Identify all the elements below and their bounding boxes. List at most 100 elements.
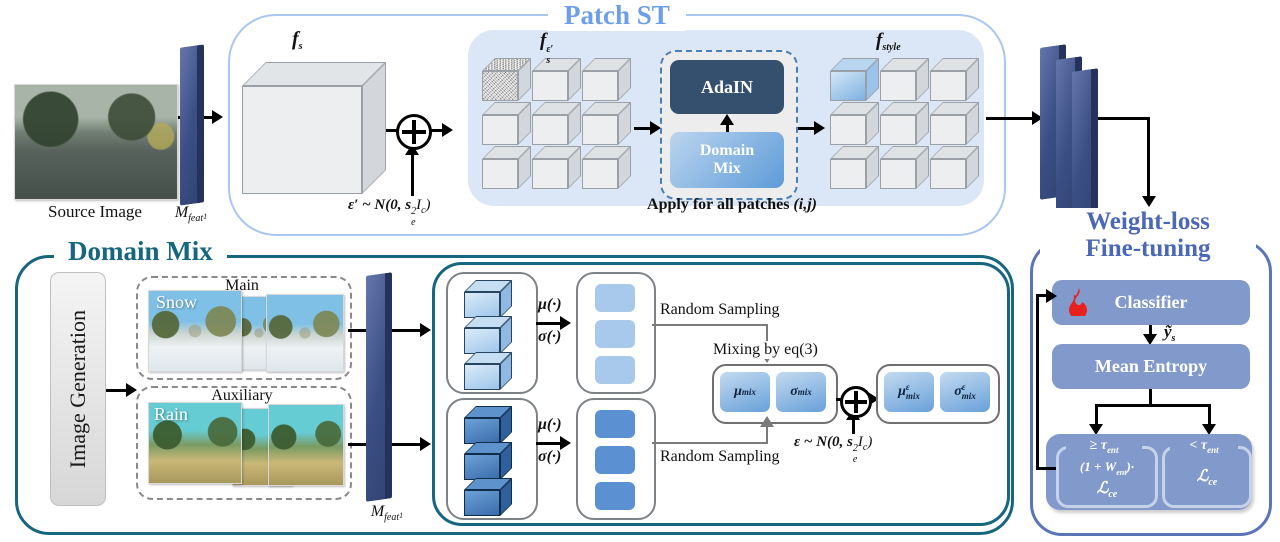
arrow-to-decoder — [986, 116, 1040, 120]
noise-sup: 2 — [852, 443, 858, 454]
cube — [830, 102, 879, 145]
cube — [464, 352, 512, 390]
shared-encoder-slab — [366, 272, 392, 502]
arrowhead — [1141, 196, 1156, 207]
cube — [930, 58, 979, 101]
weight-loss-title-line2: Fine-tuning — [1085, 235, 1211, 262]
arrowhead — [1046, 288, 1057, 303]
arrow-stats-bottom — [536, 441, 566, 445]
classifier-box: Classifier — [1052, 280, 1250, 325]
sigma-mix-base: σ — [790, 384, 798, 399]
domain-mix-line1: Domain — [699, 141, 755, 159]
cube — [482, 102, 531, 145]
arrowhead — [442, 123, 453, 137]
styled-patch-cube — [830, 58, 879, 101]
mu-mix-sub: mix — [741, 387, 756, 397]
module-up-arrow — [725, 122, 729, 132]
arrowhead — [560, 436, 571, 450]
weighted-loss-line: (1 + Went)· — [1059, 459, 1155, 477]
weight-loss-title-line1: Weight-loss — [1086, 208, 1210, 235]
cube — [930, 102, 979, 145]
cube — [880, 102, 929, 145]
split-left-drop — [1094, 404, 1098, 426]
split-line — [1094, 404, 1211, 407]
sampling-line-top-drop — [765, 324, 768, 356]
aux-feature-stack-box — [446, 398, 538, 520]
arrowhead — [420, 437, 431, 451]
cube — [464, 478, 512, 516]
sigma-mix-sub: mix — [797, 387, 812, 397]
fse-base: f — [540, 30, 547, 51]
oplus-icon — [840, 386, 872, 418]
snow-image-1 — [148, 290, 242, 372]
tau-lt-base: τ — [1200, 438, 1208, 453]
lce-sub: ce — [1108, 489, 1118, 500]
ys-base: ỹ — [1164, 322, 1172, 341]
apply-note: Apply for all patches (i,j) — [622, 196, 842, 214]
weighted-base: W — [1104, 459, 1117, 474]
mfeat-base: M — [174, 204, 189, 221]
cube — [582, 102, 631, 145]
mu-fn-bottom: μ(·) — [538, 416, 562, 433]
apply-ij: (i,j) — [793, 196, 817, 213]
tau-lt-pre: < — [1189, 438, 1201, 453]
main-stats-box — [576, 272, 656, 394]
noise-pre: ε ~ N(0, s — [794, 434, 853, 450]
noise-sub: e — [411, 216, 416, 228]
arrowhead — [1202, 424, 1216, 435]
ys-sub: s — [1171, 333, 1176, 344]
noise-post-sub: c — [862, 442, 868, 453]
fstyle-label: fstyle — [876, 30, 901, 53]
cube — [582, 146, 631, 189]
source-image-label: Source Image — [48, 202, 142, 221]
sampling-line-bottom — [652, 442, 768, 445]
arrowhead — [814, 121, 825, 135]
classifier-label: Classifier — [1114, 292, 1188, 312]
random-sampling-bottom: Random Sampling — [660, 448, 780, 465]
noise-post: I — [416, 197, 422, 213]
main-feature-stack-box — [446, 272, 538, 394]
arrowhead — [560, 316, 571, 330]
high-entropy-loss-box: (1 + Went)· ℒce — [1056, 446, 1158, 508]
arrowhead — [760, 416, 774, 427]
arrowhead — [868, 392, 879, 406]
rain-image-1 — [148, 402, 242, 484]
lce-right: ℒce — [1165, 466, 1249, 488]
cube — [532, 146, 581, 189]
sampling-line-bottom-rise — [765, 424, 768, 442]
image-generation-label: Image Generation — [65, 309, 90, 469]
mean-entropy-box: Mean Entropy — [1052, 344, 1250, 389]
tau-lt-label: < τent — [1170, 438, 1238, 455]
arrow-entropy-down — [1148, 389, 1152, 407]
sigma-fn-bottom: σ(·) — [538, 448, 562, 465]
stat-chip — [595, 410, 635, 438]
lce-sub: ce — [1208, 477, 1218, 488]
image-generation-box: Image Generation — [50, 272, 106, 506]
adain-label: AdaIN — [700, 76, 753, 97]
noise-sup: 2 — [411, 206, 417, 217]
arrowhead — [126, 383, 137, 397]
fstyle-sub: style — [882, 42, 901, 53]
arrow-stats-top — [536, 321, 566, 325]
stat-chip — [595, 446, 635, 474]
noise-post-sub: c — [421, 205, 426, 216]
aux-stats-box — [576, 398, 656, 520]
patch-st-title: Patch ST — [548, 0, 686, 31]
fse-sup: ε′ — [546, 44, 554, 55]
fs-label: fs — [292, 28, 303, 52]
weighted-pre: (1 + — [1079, 459, 1105, 474]
snow-label: Snow — [156, 292, 198, 312]
arrowhead — [1032, 111, 1043, 125]
mfeat-subsub: 1 — [203, 212, 208, 221]
cube — [880, 146, 929, 189]
feedback-vertical — [1036, 294, 1039, 470]
cube — [582, 58, 631, 101]
domain-mix-title: Domain Mix — [54, 236, 227, 267]
fs-sub: s — [298, 41, 303, 52]
mfeat1-label-bottom: Mfeat1 — [344, 503, 430, 523]
sigma-fn-top: σ(·) — [538, 328, 562, 345]
flame-icon — [1069, 288, 1087, 316]
sigma-mix-eps-sub: mix — [961, 391, 976, 401]
